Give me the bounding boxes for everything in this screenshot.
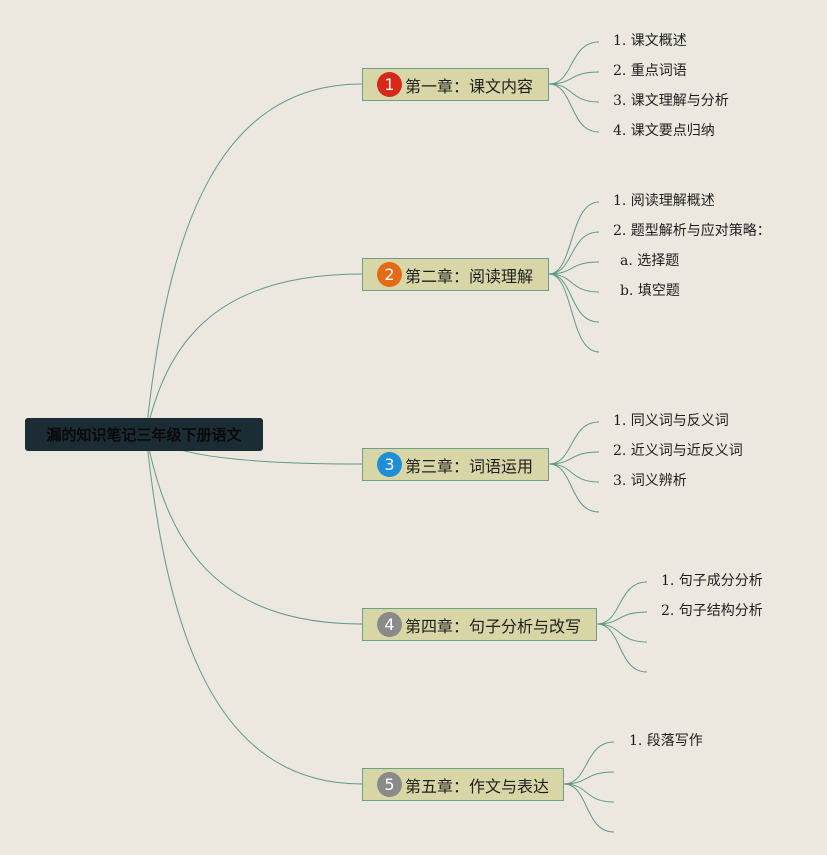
number-2-icon: 2 bbox=[377, 262, 402, 287]
chapter-2-branch-1-line bbox=[548, 201, 600, 275]
chapter-3-branch-2-line bbox=[548, 451, 600, 465]
root-topic-label: 漏的知识笔记三年级下册语文 bbox=[46, 426, 242, 444]
chapter-2-branch-6-line bbox=[548, 273, 600, 353]
root-to-chapter-1-line bbox=[145, 83, 363, 435]
chapter-1-branch-3-line bbox=[548, 83, 600, 103]
chapter-4-branch-3-line bbox=[596, 623, 648, 643]
chapter-5-branch-2-line bbox=[563, 771, 615, 785]
root-to-chapter-2-line bbox=[145, 273, 363, 435]
chapter-1-item-2[interactable]: 2. 重点词语 bbox=[613, 63, 687, 79]
chapter-3-item-2[interactable]: 2. 近义词与近反义词 bbox=[613, 443, 743, 459]
chapter-2-item-2[interactable]: 2. 题型解析与应对策略： bbox=[613, 223, 771, 239]
chapter-5-branch-4-line bbox=[563, 783, 615, 833]
root-to-chapter-5-line bbox=[145, 433, 363, 785]
chapter-3-branch-3-line bbox=[548, 463, 600, 483]
chapter-3-label: 第三章：词语运用 bbox=[405, 456, 534, 476]
number-5-icon: 5 bbox=[377, 772, 402, 797]
chapter-3-item-3[interactable]: 3. 词义辨析 bbox=[613, 473, 687, 489]
chapter-2-label: 第二章：阅读理解 bbox=[405, 266, 534, 286]
chapter-1-item-3[interactable]: 3. 课文理解与分析 bbox=[613, 93, 729, 109]
chapter-5-label: 第五章：作文与表达 bbox=[405, 776, 550, 796]
chapter-1-topic[interactable]: 1 第一章：课文内容 bbox=[362, 68, 549, 101]
chapter-2-branch-2-line bbox=[548, 231, 600, 275]
chapter-1-branch-1-line bbox=[548, 41, 600, 85]
chapter-4-label: 第四章：句子分析与改写 bbox=[405, 616, 582, 636]
chapter-3-item-1[interactable]: 1. 同义词与反义词 bbox=[613, 413, 729, 429]
chapter-4-item-1[interactable]: 1. 句子成分分析 bbox=[661, 573, 763, 589]
chapter-5-topic[interactable]: 5 第五章：作文与表达 bbox=[362, 768, 564, 801]
chapter-1-item-1[interactable]: 1. 课文概述 bbox=[613, 33, 687, 49]
number-4-icon: 4 bbox=[377, 612, 402, 637]
chapter-1-branch-2-line bbox=[548, 71, 600, 85]
chapter-5-item-1[interactable]: 1. 段落写作 bbox=[629, 733, 703, 749]
chapter-2-branch-4-line bbox=[548, 273, 600, 293]
chapter-2-branch-3-line bbox=[548, 261, 600, 275]
root-to-chapter-4-line bbox=[145, 433, 363, 625]
number-3-icon: 3 bbox=[377, 452, 402, 477]
chapter-4-item-2[interactable]: 2. 句子结构分析 bbox=[661, 603, 763, 619]
chapter-2-branch-5-line bbox=[548, 273, 600, 323]
root-topic[interactable]: 漏的知识笔记三年级下册语文 bbox=[25, 418, 263, 451]
chapter-4-branch-4-line bbox=[596, 623, 648, 673]
chapter-2-item-3[interactable]: a. 选择题 bbox=[620, 253, 680, 269]
chapter-4-topic[interactable]: 4 第四章：句子分析与改写 bbox=[362, 608, 597, 641]
chapter-2-item-1[interactable]: 1. 阅读理解概述 bbox=[613, 193, 715, 209]
chapter-1-branch-4-line bbox=[548, 83, 600, 133]
chapter-5-branch-3-line bbox=[563, 783, 615, 803]
chapter-2-topic[interactable]: 2 第二章：阅读理解 bbox=[362, 258, 549, 291]
chapter-2-item-4[interactable]: b. 填空题 bbox=[620, 283, 680, 299]
chapter-4-branch-2-line bbox=[596, 611, 648, 625]
chapter-1-label: 第一章：课文内容 bbox=[405, 76, 534, 96]
chapter-3-branch-4-line bbox=[548, 463, 600, 513]
number-1-icon: 1 bbox=[377, 72, 402, 97]
chapter-3-topic[interactable]: 3 第三章：词语运用 bbox=[362, 448, 549, 481]
chapter-4-branch-1-line bbox=[596, 581, 648, 625]
chapter-1-item-4[interactable]: 4. 课文要点归纳 bbox=[613, 123, 715, 139]
chapter-5-branch-1-line bbox=[563, 741, 615, 785]
chapter-3-branch-1-line bbox=[548, 421, 600, 465]
